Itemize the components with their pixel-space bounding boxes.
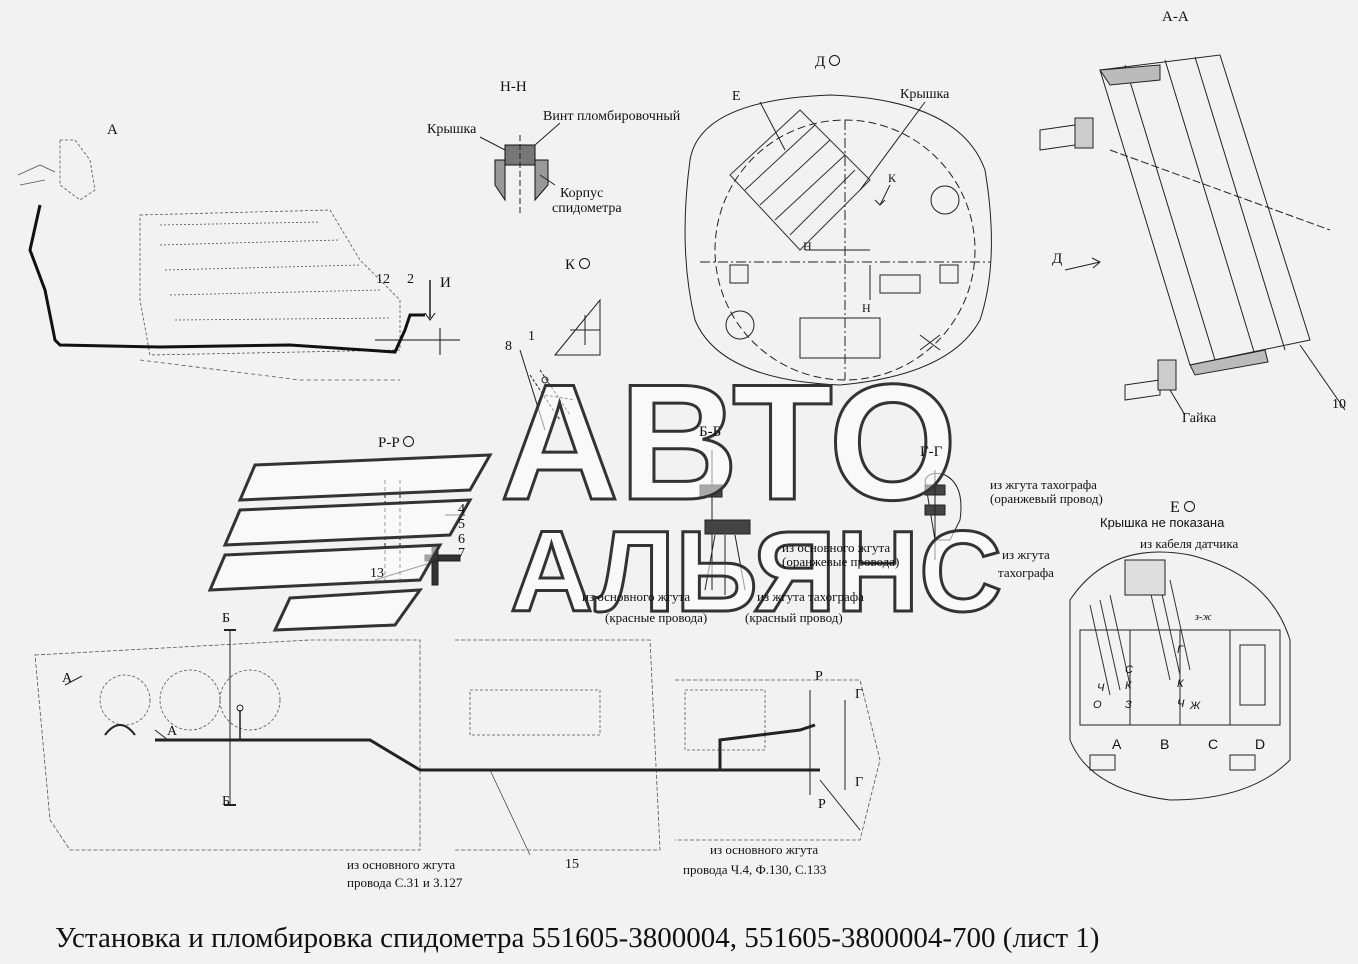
callout-g-bot: Г	[855, 775, 864, 790]
label-tacho-2: тахографа	[998, 565, 1054, 580]
callout-d: Д	[1052, 251, 1063, 267]
callout-13: 13	[370, 566, 384, 581]
callout-b-bot: Б	[222, 794, 231, 809]
callout-k: К	[888, 171, 897, 185]
callout-h1: Н	[803, 239, 812, 253]
label-main-orange-1: из основного жгута	[782, 540, 891, 555]
callout-r-top: Р	[815, 669, 823, 684]
callout-10: 10	[1332, 397, 1346, 412]
label-zzh: з-ж	[1195, 612, 1212, 623]
section-d-label: Д	[815, 55, 840, 70]
section-bb	[699, 450, 751, 595]
label-spidometra: спидометра	[552, 201, 622, 216]
callout-7: 7	[458, 546, 465, 561]
section-bb-label: Б-Б	[699, 424, 722, 440]
callout-15: 15	[565, 857, 579, 872]
section-aa-label: А-А	[1162, 9, 1189, 25]
callout-b-top: Б	[222, 611, 231, 626]
label-no-cover: Крышка не показана	[1100, 515, 1225, 530]
callout-2: 2	[407, 272, 414, 287]
drawing-title: Установка и пломбировка спидометра 55160…	[55, 922, 1100, 954]
pin-k: К	[1125, 680, 1132, 692]
label-tacho-orange-1: из жгута тахографа	[990, 477, 1097, 492]
callout-4: 4	[458, 502, 465, 517]
callout-a-right: А	[167, 724, 178, 739]
label-kryshka-do: Крышка	[900, 87, 950, 102]
label-main-c31-2: провода С.31 и З.127	[347, 875, 463, 890]
connector-col-d: D	[1255, 736, 1266, 752]
label-main-ch4-1: из основного жгута	[710, 842, 819, 857]
label-kryshka-nn: Крышка	[427, 122, 477, 137]
pin-s: С	[1125, 664, 1133, 676]
connector-col-c: C	[1208, 736, 1219, 752]
section-gg-label: Г-Г	[920, 444, 943, 460]
label-gaika: Гайка	[1182, 411, 1217, 426]
label-tacho-orange-2: (оранжевый провод)	[990, 491, 1103, 506]
label-korpus: Корпус	[560, 186, 604, 201]
cable-route-view	[17, 139, 401, 381]
callout-5: 5	[458, 517, 465, 532]
pin-z: З	[1125, 699, 1132, 711]
speedometer-cable	[28, 204, 425, 354]
label-main-c31-1: из основного жгута	[347, 857, 456, 872]
pin-k2: К	[1177, 678, 1184, 690]
section-rr-label: Р-Р	[378, 436, 415, 451]
label-main-orange-2: (оранжевые провода)	[782, 554, 900, 569]
connector-col-a: A	[1112, 736, 1122, 752]
view-d	[684, 94, 992, 386]
section-k-label: К	[565, 258, 590, 273]
callout-i: И	[440, 275, 451, 291]
callout-a-left: А	[62, 671, 73, 686]
label-tacho-red-1: из жгута тахографа	[757, 589, 864, 604]
label-main-red-2: (красные провода)	[605, 610, 708, 625]
watermark-line2: АЛЬЯНС	[508, 508, 1003, 636]
label-sensor: из кабеля датчика	[1140, 536, 1239, 551]
label-main-red-1: из основного жгута	[582, 589, 691, 604]
callout-6: 6	[458, 532, 465, 547]
label-main-ch4-2: провода Ч.4, Ф.130, С.133	[683, 862, 827, 877]
pin-zh: Ж	[1190, 700, 1201, 712]
connector-col-b: B	[1160, 736, 1170, 752]
section-gg	[924, 470, 962, 560]
pin-g: Г	[1177, 644, 1183, 656]
callout-8: 8	[505, 339, 512, 354]
callout-e: Е	[732, 89, 741, 104]
callout-12: 12	[376, 272, 390, 287]
label-tacho-1: из жгута	[1002, 547, 1050, 562]
section-nn	[479, 122, 561, 215]
pin-ch: Ч	[1097, 682, 1105, 694]
callout-1: 1	[528, 329, 535, 344]
cable-lower	[155, 738, 820, 772]
callout-a-top: А	[107, 122, 118, 138]
view-k	[519, 298, 601, 431]
pin-ch2: Ч	[1177, 698, 1185, 710]
pin-o: О	[1093, 699, 1102, 711]
callout-h2: Н	[862, 301, 871, 315]
label-tacho-red-2: (красный провод)	[745, 610, 843, 625]
label-vint: Винт пломбировочный	[543, 109, 681, 124]
dashboard-view	[34, 639, 881, 851]
section-e-label: Е	[1170, 500, 1195, 516]
callout-r-bot: Р	[818, 797, 826, 812]
section-nn-label: Н-Н	[500, 79, 527, 95]
section-aa	[1039, 54, 1346, 416]
watermark-line1: АВТО	[498, 350, 958, 534]
callout-g-top: Г	[855, 687, 864, 702]
view-e	[1069, 551, 1291, 801]
